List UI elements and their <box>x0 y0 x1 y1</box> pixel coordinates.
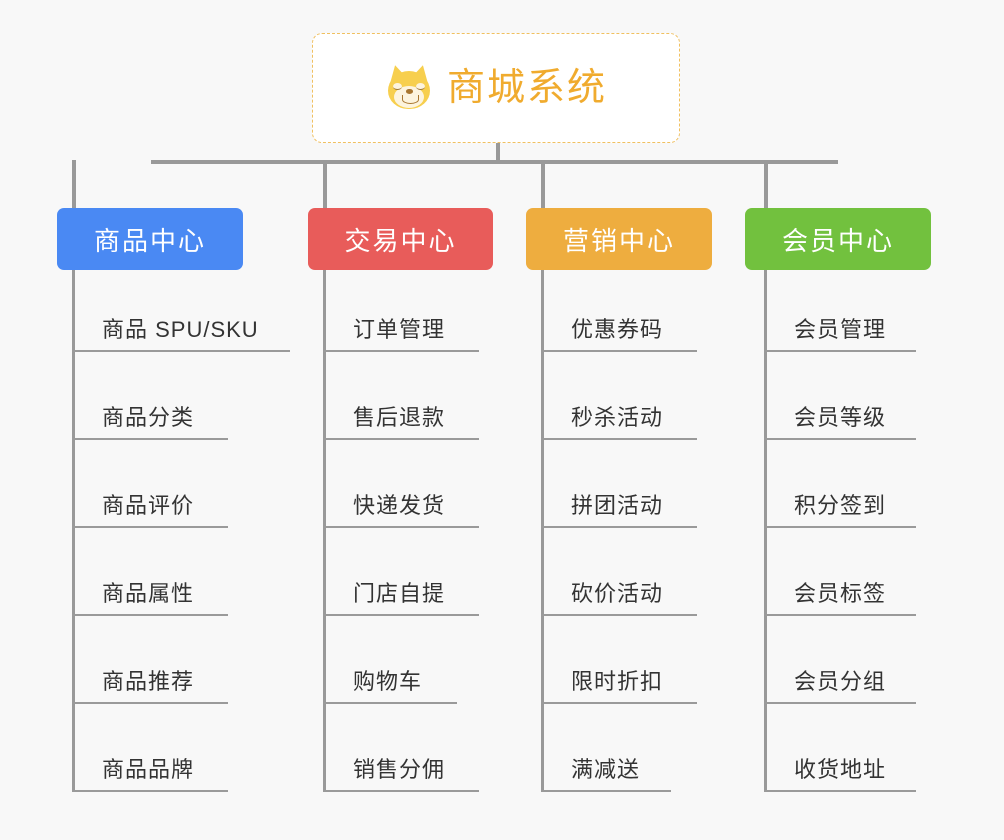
branch-header-1[interactable]: 商品中心 <box>57 208 243 270</box>
leaf-item[interactable]: 积分签到 <box>764 493 916 528</box>
leaf-label: 快递发货 <box>353 493 446 518</box>
leaf-label: 购物车 <box>353 669 423 694</box>
leaf-label: 商品属性 <box>102 581 195 606</box>
leaf-item[interactable]: 会员等级 <box>764 405 916 440</box>
leaf-label: 秒杀活动 <box>571 405 664 430</box>
leaf-item[interactable]: 砍价活动 <box>541 581 697 616</box>
leaf-item[interactable]: 销售分佣 <box>323 757 479 792</box>
branch-header-3[interactable]: 营销中心 <box>526 208 712 270</box>
leaf-label: 优惠券码 <box>571 317 664 342</box>
branch-drop-line <box>323 160 327 208</box>
branch-spine-2 <box>323 270 326 792</box>
branch-drop-line <box>764 160 768 208</box>
leaf-label: 限时折扣 <box>571 669 664 694</box>
leaf-item[interactable]: 订单管理 <box>323 317 479 352</box>
branch-header-label: 会员中心 <box>781 225 894 256</box>
branch-header-2[interactable]: 交易中心 <box>308 208 493 270</box>
leaf-item[interactable]: 商品品牌 <box>72 757 228 792</box>
leaf-item[interactable]: 商品分类 <box>72 405 228 440</box>
leaf-label: 满减送 <box>571 757 641 782</box>
leaf-item[interactable]: 满减送 <box>541 757 671 792</box>
leaf-item[interactable]: 快递发货 <box>323 493 479 528</box>
leaf-label: 商品品牌 <box>102 757 195 782</box>
leaf-label: 会员分组 <box>794 669 887 694</box>
leaf-item[interactable]: 门店自提 <box>323 581 479 616</box>
leaf-label: 商品推荐 <box>102 669 195 694</box>
leaf-item[interactable]: 会员分组 <box>764 669 916 704</box>
leaf-item[interactable]: 商品 SPU/SKU <box>72 317 290 352</box>
bus-line <box>151 160 838 164</box>
leaf-label: 门店自提 <box>353 581 446 606</box>
leaf-label: 会员等级 <box>794 405 887 430</box>
leaf-item[interactable]: 优惠券码 <box>541 317 697 352</box>
leaf-label: 销售分佣 <box>353 757 446 782</box>
leaf-item[interactable]: 会员管理 <box>764 317 916 352</box>
leaf-label: 商品 SPU/SKU <box>102 317 259 342</box>
leaf-label: 订单管理 <box>353 317 446 342</box>
trunk-line <box>496 143 500 164</box>
leaf-label: 售后退款 <box>353 405 446 430</box>
leaf-item[interactable]: 售后退款 <box>323 405 479 440</box>
leaf-label: 会员标签 <box>794 581 887 606</box>
leaf-item[interactable]: 商品属性 <box>72 581 228 616</box>
leaf-label: 积分签到 <box>794 493 887 518</box>
leaf-item[interactable]: 购物车 <box>323 669 457 704</box>
leaf-item[interactable]: 收货地址 <box>764 757 916 792</box>
leaf-label: 砍价活动 <box>571 581 664 606</box>
leaf-item[interactable]: 商品推荐 <box>72 669 228 704</box>
leaf-item[interactable]: 秒杀活动 <box>541 405 697 440</box>
leaf-item[interactable]: 会员标签 <box>764 581 916 616</box>
leaf-label: 拼团活动 <box>571 493 664 518</box>
leaf-label: 商品评价 <box>102 493 195 518</box>
branch-header-4[interactable]: 会员中心 <box>745 208 931 270</box>
branch-spine-4 <box>764 270 767 792</box>
branch-header-label: 交易中心 <box>344 225 457 256</box>
root-title: 商城系统 <box>446 67 607 109</box>
leaf-item[interactable]: 商品评价 <box>72 493 228 528</box>
branch-header-label: 营销中心 <box>562 225 675 256</box>
branch-header-label: 商品中心 <box>93 225 206 256</box>
branch-drop-line <box>72 160 76 208</box>
branch-drop-line <box>541 160 545 208</box>
branch-spine-1 <box>72 270 75 792</box>
shiba-dog-icon <box>385 63 433 112</box>
leaf-item[interactable]: 限时折扣 <box>541 669 697 704</box>
root-node[interactable]: 商城系统 <box>312 33 680 143</box>
leaf-label: 会员管理 <box>794 317 887 342</box>
branch-spine-3 <box>541 270 544 792</box>
leaf-label: 收货地址 <box>794 757 887 782</box>
leaf-label: 商品分类 <box>102 405 195 430</box>
leaf-item[interactable]: 拼团活动 <box>541 493 697 528</box>
